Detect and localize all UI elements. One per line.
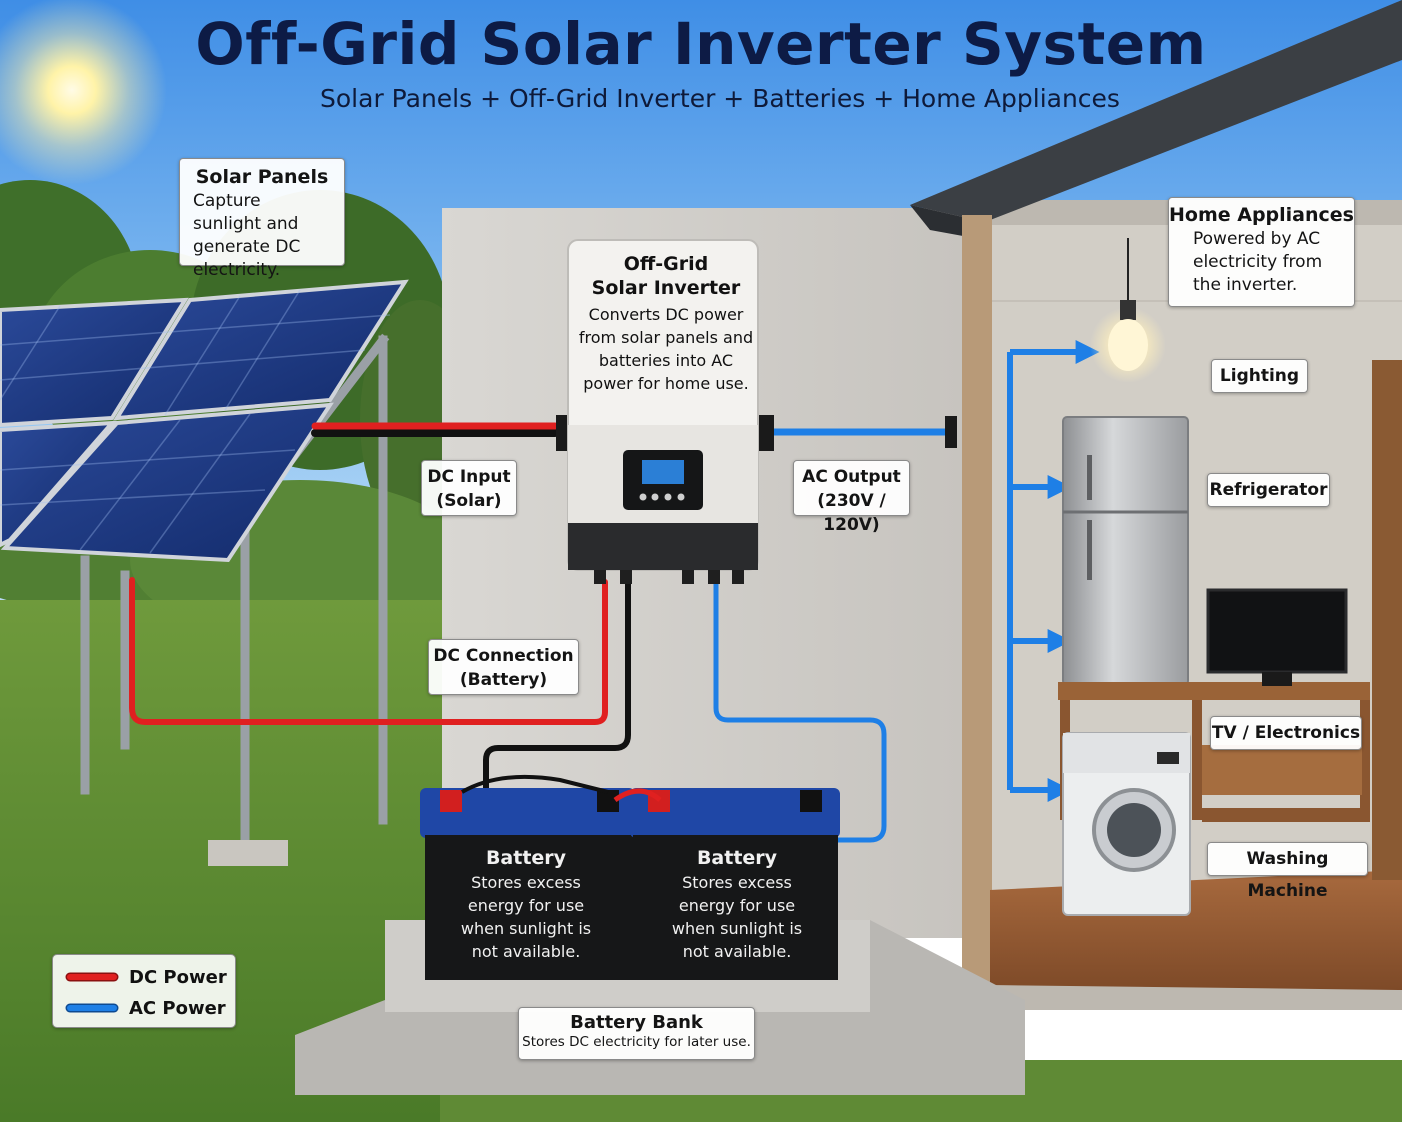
washing-machine-icon [1062, 732, 1191, 916]
battery-left-heading: Battery [485, 847, 567, 869]
battery-bank-description: Stores DC electricity for later use. [522, 1034, 751, 1050]
solar-panels-description: Capture sunlight and generate DC electri… [193, 191, 301, 280]
inverter-label: Off-Grid Solar Inverter Converts DC powe… [578, 252, 754, 395]
washing-machine-tag: Washing Machine [1207, 842, 1368, 901]
battery-series-link [613, 788, 662, 803]
solar-panel-array [0, 279, 409, 563]
dc-input-line2: (Solar) [436, 491, 502, 511]
tv-icon [1206, 588, 1348, 686]
dc-input-cable [311, 422, 559, 437]
legend-ac-swatch [67, 1005, 117, 1011]
battery-right-description: Stores excess energy for use when sunlig… [671, 873, 803, 961]
legend: DC Power AC Power [52, 954, 236, 1028]
legend-dc-label: DC Power [129, 966, 227, 988]
legend-item-ac: AC Power [67, 995, 226, 1021]
dc-connection-tag: DC Connection (Battery) [428, 639, 579, 695]
dc-input-line1: DC Input [427, 467, 511, 487]
refrigerator-tag: Refrigerator [1207, 473, 1330, 507]
battery-left-label: Battery Stores excess energy for use whe… [426, 845, 626, 963]
home-appliances-description: Powered by AC electricity from the inver… [1193, 229, 1323, 295]
ac-output-tag: AC Output (230V / 120V) [793, 460, 910, 535]
battery-link-cable [460, 774, 609, 794]
lighting-tag: Lighting [1211, 359, 1308, 393]
legend-item-dc: DC Power [67, 964, 227, 990]
legend-dc-swatch [67, 974, 117, 980]
dc-input-tag: DC Input (Solar) [421, 460, 517, 516]
ac-output-line2: (230V / 120V) [817, 491, 886, 535]
inverter-description: Converts DC power from solar panels and … [578, 305, 754, 393]
battery-right-heading: Battery [696, 847, 778, 869]
tv-cabinet [1058, 682, 1370, 822]
inverter-unit [556, 239, 774, 584]
refrigerator-icon [1062, 416, 1189, 686]
legend-ac-label: AC Power [129, 997, 226, 1019]
dc-connection-line2: (Battery) [459, 670, 548, 690]
solar-panels-heading: Solar Panels [195, 166, 329, 188]
page-title: Off-Grid Solar Inverter System [195, 10, 1207, 78]
ac-distribution-bus [1007, 340, 1100, 802]
battery-bank-heading: Battery Bank [570, 1012, 703, 1033]
ac-battery-cable [713, 582, 887, 843]
home-appliances-callout: Home Appliances Powered by AC electricit… [1168, 197, 1355, 307]
battery-right-label: Battery Stores excess energy for use whe… [637, 845, 837, 963]
dc-connection-line1: DC Connection [433, 646, 574, 666]
page-subtitle: Solar Panels + Off-Grid Inverter + Batte… [320, 84, 1120, 113]
home-appliances-heading: Home Appliances [1169, 204, 1354, 226]
wall-outlet [945, 416, 957, 448]
inverter-heading-line2: Solar Inverter [591, 277, 741, 299]
dc-battery-cables [129, 577, 631, 803]
inverter-heading-line1: Off-Grid [623, 253, 709, 275]
battery-left-description: Stores excess energy for use when sunlig… [460, 873, 592, 961]
battery-bank-callout: Battery Bank Stores DC electricity for l… [518, 1007, 755, 1060]
battery-left [420, 788, 635, 980]
sun-icon [0, 0, 167, 185]
solar-panels-callout: Solar Panels Capture sunlight and genera… [179, 158, 345, 280]
concrete-footing [208, 840, 288, 866]
ac-output-line1: AC Output [802, 467, 901, 487]
light-bulb-icon [1090, 238, 1166, 383]
tv-electronics-tag: TV / Electronics [1210, 716, 1362, 750]
